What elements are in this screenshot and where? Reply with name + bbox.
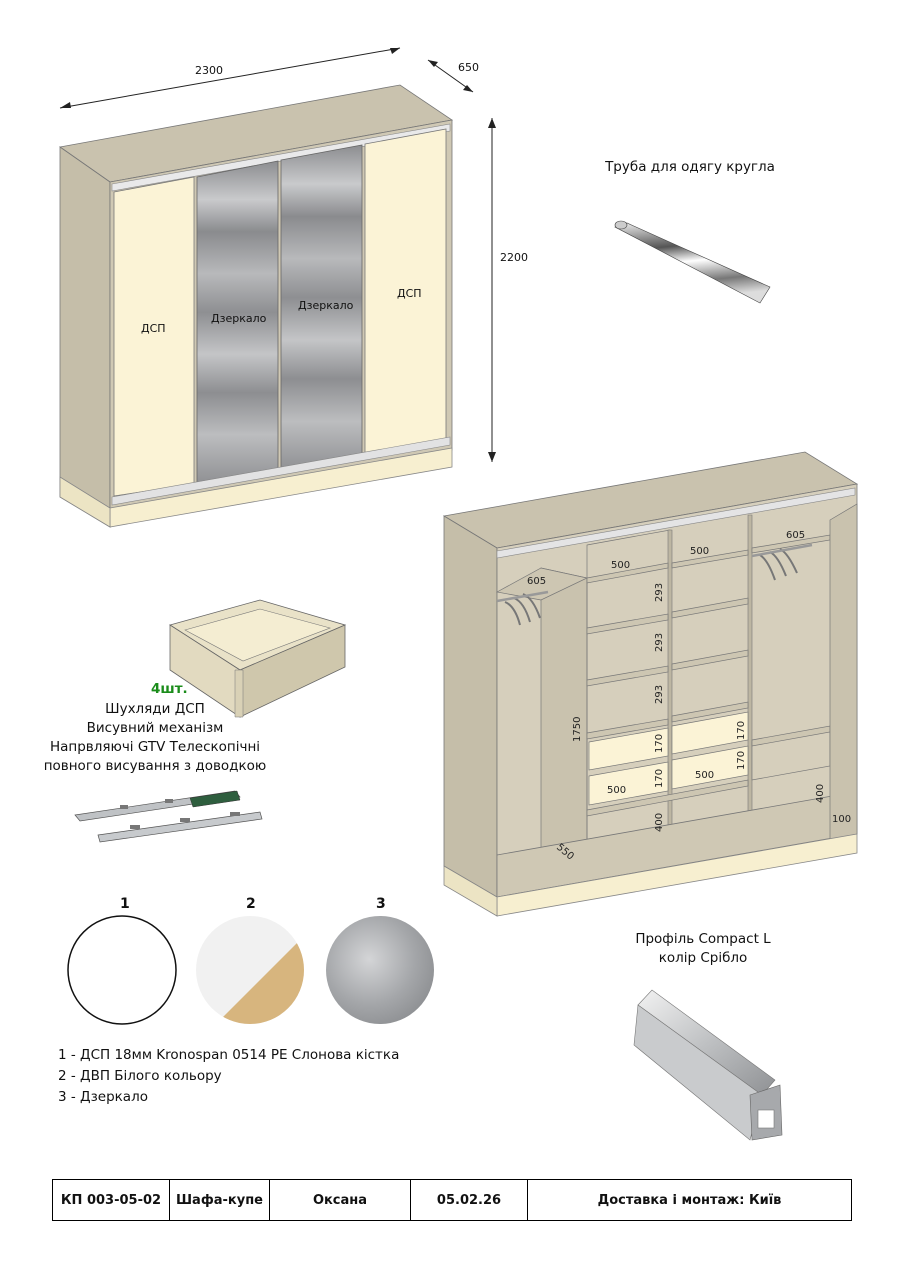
drawer-line-4: повного висування з доводкою (43, 758, 267, 774)
int-dim-top-mid1: 500 (611, 560, 630, 571)
materials-legend: 1 - ДСП 18мм Kronospan 0514 PE Слонова к… (58, 1045, 399, 1108)
material-number-2: 2 (246, 896, 256, 912)
footer-code: КП 003-05-02 (53, 1180, 170, 1220)
int-dim-drawer-h3: 170 (654, 769, 665, 788)
material-swatches (67, 915, 434, 1025)
int-dim-top-mid2: 500 (690, 546, 709, 557)
int-dim-right-400: 400 (815, 784, 826, 803)
drawer-line-1: Шухляди ДСП (105, 701, 205, 717)
legend-line-1: 1 - ДСП 18мм Kronospan 0514 PE Слонова к… (58, 1047, 400, 1063)
wardrobe-interior-drawing: 605 500 500 605 293 293 293 170 170 170 … (442, 451, 859, 917)
footer-delivery: Доставка і монтаж: Київ (597, 1192, 782, 1208)
int-dim-drawer-w1: 500 (607, 785, 626, 796)
footer-date: 05.02.26 (411, 1180, 528, 1220)
rod-image (614, 220, 771, 304)
material-number-3: 3 (376, 896, 386, 912)
profile-image (633, 989, 783, 1141)
int-dim-drawer-h1: 170 (654, 734, 665, 753)
drawer-image (169, 599, 347, 718)
dim-depth-label: 650 (458, 61, 479, 74)
int-dim-shelf-h3: 293 (654, 685, 665, 704)
int-dim-drawer-w2: 500 (695, 770, 714, 781)
int-dim-drawer-h4: 170 (736, 751, 747, 770)
door-label-2: Дзеркало (211, 312, 267, 325)
dim-width-label: 2300 (195, 64, 223, 77)
int-dim-left-height: 1750 (572, 717, 583, 742)
drawer-line-3: Напрвляючі GTV Телескопічні (49, 739, 261, 755)
dim-height-label: 2200 (500, 251, 528, 264)
footer-client: Оксана (270, 1180, 411, 1220)
int-dim-shelf-h2: 293 (654, 633, 665, 652)
footer-product: Шафа-купе (170, 1180, 270, 1220)
swatch-1-ivory (67, 915, 177, 1025)
profile-title: Профіль Compact L колір Срібло (603, 930, 803, 968)
rod-title: Труба для одягу кругла (605, 159, 775, 175)
profile-title-line1: Профіль Compact L (635, 931, 771, 947)
int-dim-drawer-h2: 170 (736, 721, 747, 740)
wardrobe-front-drawing (58, 47, 496, 528)
int-dim-right-100: 100 (832, 814, 851, 825)
drawer-line-2: Висувний механізм (86, 720, 224, 736)
material-number-1: 1 (120, 896, 130, 912)
door-label-1: ДСП (141, 322, 166, 335)
drawer-slides-image (74, 790, 263, 843)
legend-line-3: 3 - Дзеркало (58, 1089, 148, 1105)
int-dim-shelf-h1: 293 (654, 583, 665, 602)
drawer-description: Шухляди ДСП Висувний механізм Напрвляючі… (30, 700, 280, 776)
int-dim-top-left: 605 (527, 576, 546, 587)
door-label-4: ДСП (397, 287, 422, 300)
int-dim-bottom-mid: 400 (654, 813, 665, 832)
profile-title-line2: колір Срібло (658, 950, 748, 966)
footer-table: КП 003-05-02 Шафа-купе Оксана 05.02.26 Д… (52, 1179, 852, 1221)
door-label-3: Дзеркало (298, 299, 354, 312)
int-dim-top-right: 605 (786, 530, 805, 541)
drawer-qty: 4шт. (151, 681, 188, 697)
legend-line-2: 2 - ДВП Білого кольору (58, 1068, 222, 1084)
